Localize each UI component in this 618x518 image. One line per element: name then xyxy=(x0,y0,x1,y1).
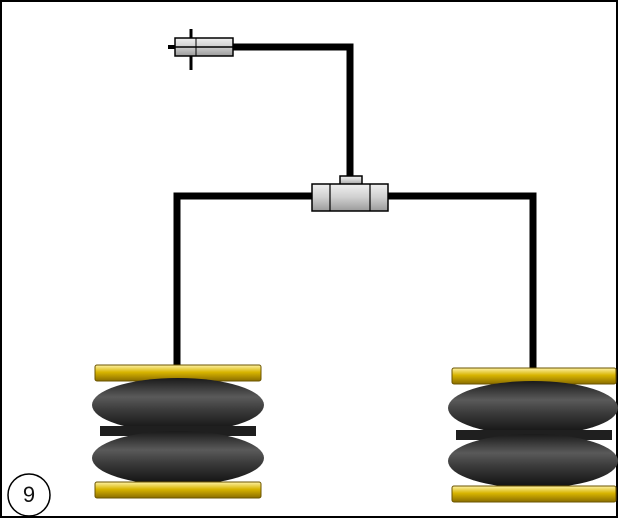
air-spring-bellow-icon xyxy=(92,364,264,499)
left-bottom-plate xyxy=(94,481,262,499)
left-spring-line xyxy=(173,192,312,365)
right-spring-line xyxy=(388,192,537,368)
step-badge-circle xyxy=(7,473,51,517)
tee-fitting-icon xyxy=(311,175,389,212)
right-bottom-plate xyxy=(451,485,617,503)
step-number: 9 xyxy=(22,482,36,507)
valve-supply-line xyxy=(233,43,354,178)
air-line-icon xyxy=(173,43,537,368)
inflation-valve-icon xyxy=(168,29,234,70)
air-spring-bellow-icon xyxy=(448,367,618,503)
